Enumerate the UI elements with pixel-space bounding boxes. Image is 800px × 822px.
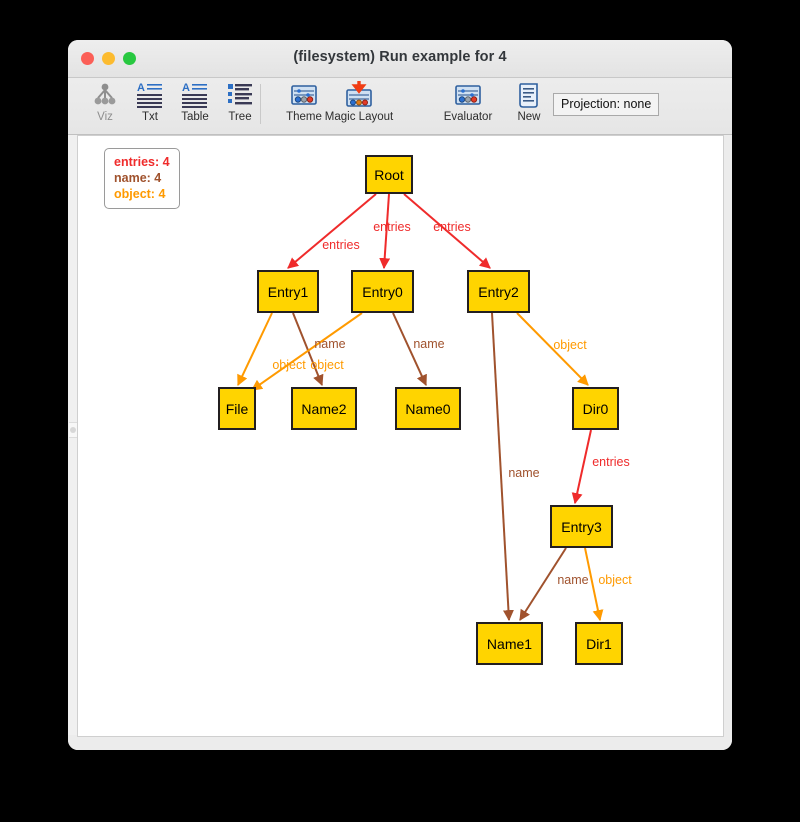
edge-label-name: name [557,573,589,587]
graph-node-name1[interactable]: Name1 [476,622,543,665]
legend-row: object: 4 [114,187,166,201]
toolbar-label: Table [181,111,209,123]
graph-node-dir1[interactable]: Dir1 [575,622,623,665]
toolbar-label: New [517,111,541,123]
panel-resize-handle[interactable] [68,135,77,735]
toolbar-button-txt[interactable]: A Txt [121,80,179,123]
toolbar-label: Theme [286,111,322,123]
toolbar-button-theme[interactable]: Theme [273,80,335,123]
legend-row: entries: 4 [114,155,170,169]
edge-label-name: name [314,337,346,351]
viz-graph-icon [76,80,134,110]
graph-node-entry3[interactable]: Entry3 [550,505,613,548]
graph-node-entry2[interactable]: Entry2 [467,270,530,313]
graph-node-root[interactable]: Root [365,155,413,194]
svg-text:A: A [182,82,190,94]
relation-legend: entries: 4 name: 4 object: 4 [104,148,180,209]
graph-node-name2[interactable]: Name2 [291,387,357,430]
magic-layout-icon [309,80,409,110]
graph-node-file[interactable]: File [218,387,256,430]
toolbar-button-magic-layout[interactable]: Magic Layout [309,80,409,123]
toolbar-button-tree[interactable]: Tree [211,80,269,123]
window-title: (filesystem) Run example for 4 [293,49,507,65]
svg-text:A: A [137,82,145,94]
legend-row: name: 4 [114,171,162,185]
edge-label-entries: entries [592,455,630,469]
graph-node-name0[interactable]: Name0 [395,387,461,430]
graph-node-dir0[interactable]: Dir0 [572,387,619,430]
toolbar-button-table[interactable]: A Table [166,80,224,123]
tree-list-icon [211,80,269,110]
application-window: (filesystem) Run example for 4 Viz A Txt A T… [68,40,732,750]
graph-node-entry0[interactable]: Entry0 [351,270,414,313]
close-button[interactable] [81,52,94,65]
toolbar-button-new[interactable]: New [500,80,558,123]
graph-node-entry1[interactable]: Entry1 [257,270,319,313]
toolbar-button-evaluator[interactable]: Evaluator [431,80,505,123]
edge-label-object: object [598,573,632,587]
toolbar-button-viz[interactable]: Viz [76,80,134,123]
edge-label-object: object [272,358,306,372]
edge-label-entries: entries [373,220,411,234]
toolbar-label: Viz [97,111,113,123]
edge-label-name: name [413,337,445,351]
canvas-area [68,135,732,750]
evaluator-icon [431,80,505,110]
new-scroll-icon [500,80,558,110]
table-lines-icon: A [166,80,224,110]
title-bar[interactable]: (filesystem) Run example for 4 [68,40,732,78]
toolbar-label: Txt [142,111,158,123]
maximize-button[interactable] [123,52,136,65]
edge-label-entries: entries [322,238,360,252]
edge-label-name: name [508,466,540,480]
projection-badge[interactable]: Projection: none [553,93,660,116]
edge-label-entries: entries [433,220,471,234]
toolbar-label: Evaluator [443,111,493,123]
resize-knob[interactable] [69,422,77,438]
toolbar-label: Magic Layout [324,111,394,123]
theme-sliders-icon [273,80,335,110]
toolbar-separator [260,84,261,124]
edge-label-object: object [310,358,344,372]
toolbar-label: Tree [228,111,252,123]
edge-label-object: object [553,338,587,352]
text-lines-icon: A [121,80,179,110]
minimize-button[interactable] [102,52,115,65]
